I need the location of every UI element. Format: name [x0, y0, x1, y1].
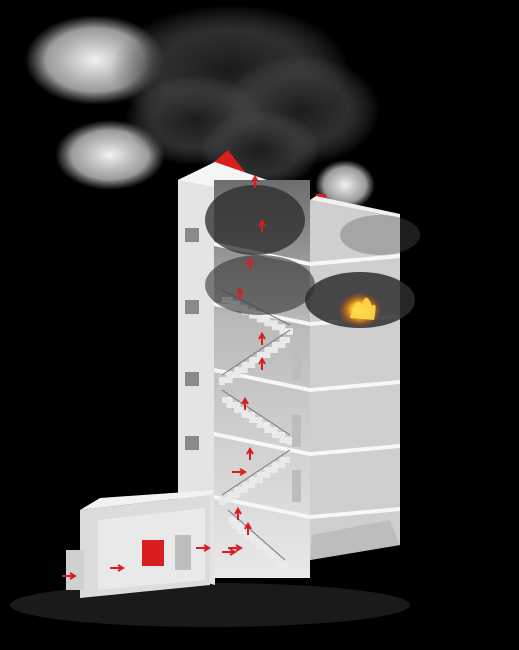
airflow-arrows [62, 175, 266, 580]
fire-door [142, 540, 164, 566]
arrow-up-icon [236, 287, 244, 300]
fire-icon [338, 292, 382, 328]
stair-flight [222, 397, 293, 445]
arrow-up-icon [234, 507, 242, 520]
floor-slab [214, 432, 400, 456]
arrow-right-icon [62, 572, 77, 580]
stair-handrail [221, 449, 291, 496]
stair-flight [228, 517, 288, 570]
ground-annex [66, 490, 215, 598]
stair-flight [219, 457, 290, 505]
floor-slab [214, 495, 400, 519]
control-panel [175, 535, 191, 570]
arrow-right-icon [110, 564, 125, 572]
entrance-door [66, 550, 84, 590]
arrow-right-icon [196, 544, 211, 552]
elevator-panels [292, 348, 301, 502]
arrow-up-icon [251, 175, 259, 188]
stair-flight [219, 337, 290, 385]
floor-slab [214, 368, 400, 392]
floor-slab [214, 242, 400, 266]
arrow-up-icon [258, 357, 266, 370]
arrow-up-icon [258, 332, 266, 345]
arrow-up-icon [241, 397, 249, 410]
arrow-right-icon [222, 548, 237, 556]
arrow-up-icon [246, 447, 254, 460]
stair-flights [219, 289, 293, 570]
arrow-right-icon [228, 544, 243, 552]
arrow-up-icon [244, 522, 252, 535]
arrow-right-icon [232, 468, 247, 476]
arrow-up-icon [246, 257, 254, 270]
stair-handrail [221, 389, 291, 436]
stair-handrail [221, 329, 291, 376]
arrow-up-icon [258, 219, 266, 232]
facade-windows [185, 228, 199, 450]
